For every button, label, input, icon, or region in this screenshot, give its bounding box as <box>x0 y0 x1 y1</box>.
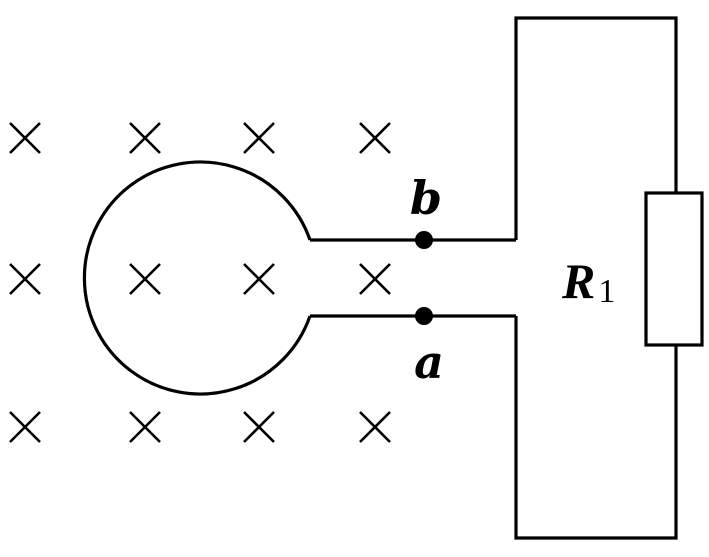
upper-circuit-wire <box>514 16 678 240</box>
field-cross-mark <box>9 411 41 443</box>
field-cross-mark <box>359 263 391 295</box>
field-cross-mark <box>129 411 161 443</box>
field-cross-mark <box>243 411 275 443</box>
terminal-a-dot <box>415 307 433 325</box>
field-cross-mark <box>129 122 161 154</box>
resistor-label: R1 <box>561 253 615 310</box>
terminal-b-label: b <box>410 171 442 225</box>
field-cross-mark <box>359 122 391 154</box>
field-cross-mark <box>9 122 41 154</box>
lower-circuit-wire <box>514 316 678 540</box>
resistor-symbol: R <box>561 253 595 309</box>
circular-loop <box>82 160 312 396</box>
magnetic-field <box>9 122 391 443</box>
field-cross-mark <box>359 411 391 443</box>
terminal-a-label: a <box>414 335 444 389</box>
field-cross-mark <box>243 263 275 295</box>
field-cross-mark <box>243 122 275 154</box>
resistor-r1 <box>644 191 704 347</box>
field-cross-mark <box>129 263 161 295</box>
resistor-subscript: 1 <box>598 273 615 310</box>
terminal-b-dot <box>415 231 433 249</box>
field-cross-mark <box>9 263 41 295</box>
